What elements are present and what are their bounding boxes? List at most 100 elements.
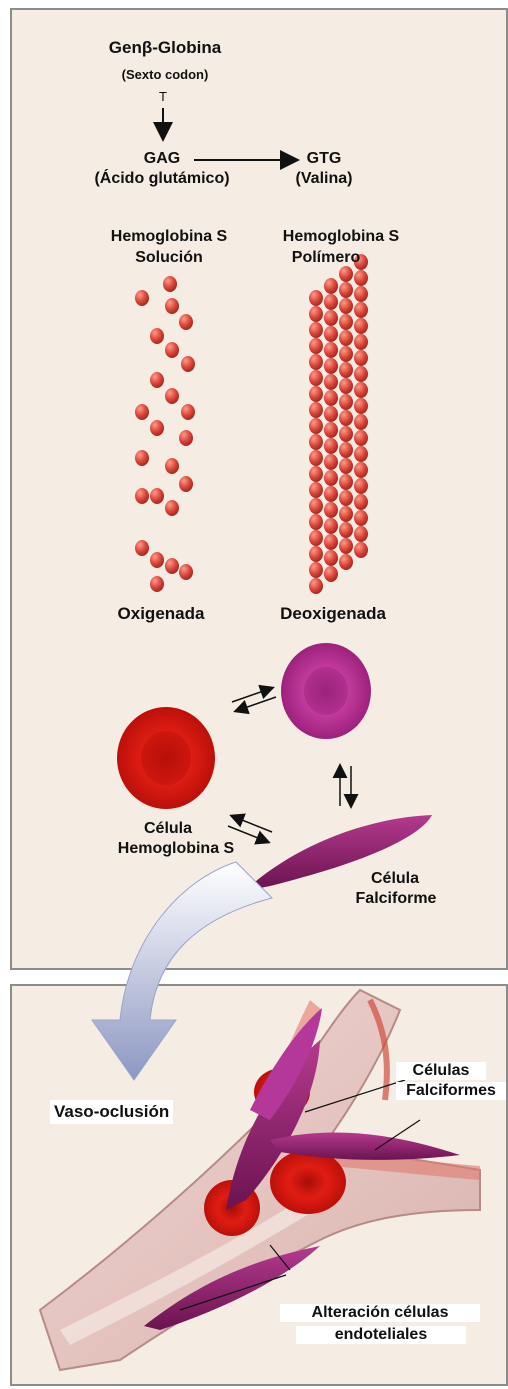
polymer-molecule <box>354 270 368 286</box>
equilibrium-arrows-right <box>340 766 351 806</box>
solution-title-1: Hemoglobina S <box>84 228 254 246</box>
polymer-molecule <box>324 518 338 534</box>
vaso-occlusion-arrow <box>92 862 272 1080</box>
hbs-cell-label-1: Célula <box>108 820 228 838</box>
polymer-title-1: Hemoglobina S <box>256 228 426 246</box>
deoxygenated-label: Deoxigenada <box>258 604 408 624</box>
polymer-molecule <box>324 454 338 470</box>
polymer-molecule <box>309 306 323 322</box>
polymer-molecule <box>354 542 368 558</box>
polymer-molecule <box>339 538 353 554</box>
polymer-molecule <box>309 546 323 562</box>
solution-molecule <box>179 564 193 580</box>
solution-molecule <box>135 488 149 504</box>
polymer-molecule <box>354 510 368 526</box>
polymer-molecule <box>309 466 323 482</box>
polymer-molecule <box>354 350 368 366</box>
polymer-molecule <box>354 526 368 542</box>
solution-title-2: Solución <box>84 249 254 267</box>
polymer-molecule <box>339 346 353 362</box>
solution-molecule <box>150 328 164 344</box>
polymer-molecule <box>309 338 323 354</box>
polymer-molecule <box>354 414 368 430</box>
solution-molecule <box>181 404 195 420</box>
sickle-cells-label-2: Falciformes <box>396 1082 506 1100</box>
polymer-molecule <box>309 370 323 386</box>
oxygenated-label: Oxigenada <box>94 604 228 624</box>
polymer-molecule <box>324 534 338 550</box>
polymer-molecule <box>309 498 323 514</box>
polymer-molecule <box>339 426 353 442</box>
solution-molecules <box>135 276 195 592</box>
vessel-red-cell-2 <box>270 1150 346 1214</box>
polymer-molecule <box>309 418 323 434</box>
polymer-molecule <box>309 402 323 418</box>
solution-molecule <box>179 476 193 492</box>
polymer-molecule <box>339 330 353 346</box>
aa-mutant: (Valina) <box>286 170 362 188</box>
polymer-molecule <box>354 382 368 398</box>
polymer-molecule <box>339 490 353 506</box>
polymer-molecule <box>309 530 323 546</box>
polymer-molecule <box>309 290 323 306</box>
polymer-molecules <box>309 254 368 594</box>
polymer-molecule <box>324 470 338 486</box>
equilibrium-arrows-bottom <box>228 816 272 842</box>
solution-molecule <box>150 372 164 388</box>
polymer-molecule <box>324 406 338 422</box>
polymer-molecule <box>339 266 353 282</box>
polymer-molecule <box>354 318 368 334</box>
gene-subtitle: (Sexto codon) <box>80 67 250 82</box>
polymer-molecule <box>339 458 353 474</box>
solution-molecule <box>165 558 179 574</box>
polymer-molecule <box>324 438 338 454</box>
polymer-molecule <box>339 362 353 378</box>
polymer-molecule <box>324 294 338 310</box>
solution-molecule <box>165 342 179 358</box>
endothelial-label-1: Alteración células <box>280 1304 480 1322</box>
polymer-molecule <box>354 478 368 494</box>
polymer-molecule <box>324 486 338 502</box>
solution-molecule <box>150 488 164 504</box>
polymer-molecule <box>354 446 368 462</box>
polymer-molecule <box>339 442 353 458</box>
sickle-cell-label-2: Falciforme <box>336 890 456 908</box>
polymer-molecule <box>354 286 368 302</box>
solution-molecule <box>135 450 149 466</box>
polymer-molecule <box>339 314 353 330</box>
polymer-molecule <box>324 502 338 518</box>
endothelial-label-2: endoteliales <box>296 1326 466 1344</box>
polymer-molecule <box>339 554 353 570</box>
solution-molecule <box>179 314 193 330</box>
polymer-molecule <box>324 342 338 358</box>
polymer-molecule <box>324 278 338 294</box>
polymer-molecule <box>354 366 368 382</box>
solution-molecule <box>165 500 179 516</box>
polymer-molecule <box>309 482 323 498</box>
red-blood-cell-dimple <box>141 731 191 785</box>
solution-molecule <box>135 290 149 306</box>
polymer-molecule <box>339 522 353 538</box>
solution-molecule <box>135 540 149 556</box>
polymer-molecule <box>324 310 338 326</box>
polymer-molecule <box>339 282 353 298</box>
polymer-molecule <box>339 474 353 490</box>
equilibrium-arrows-top <box>232 688 276 711</box>
polymer-molecule <box>339 298 353 314</box>
sickle-cells-label-1: Células <box>396 1062 486 1080</box>
polymer-molecule <box>309 386 323 402</box>
polymer-molecule <box>339 410 353 426</box>
polymer-molecule <box>309 562 323 578</box>
polymer-molecule <box>354 462 368 478</box>
polymer-molecule <box>339 394 353 410</box>
sickle-cell-label-1: Célula <box>350 870 440 888</box>
polymer-molecule <box>324 358 338 374</box>
polymer-molecule <box>354 430 368 446</box>
polymer-title-2: Polímero <box>256 249 396 267</box>
polymer-molecule <box>309 322 323 338</box>
polymer-molecule <box>324 566 338 582</box>
codon-mutant: GTG <box>294 150 354 168</box>
polymer-molecule <box>309 514 323 530</box>
solution-molecule <box>163 276 177 292</box>
